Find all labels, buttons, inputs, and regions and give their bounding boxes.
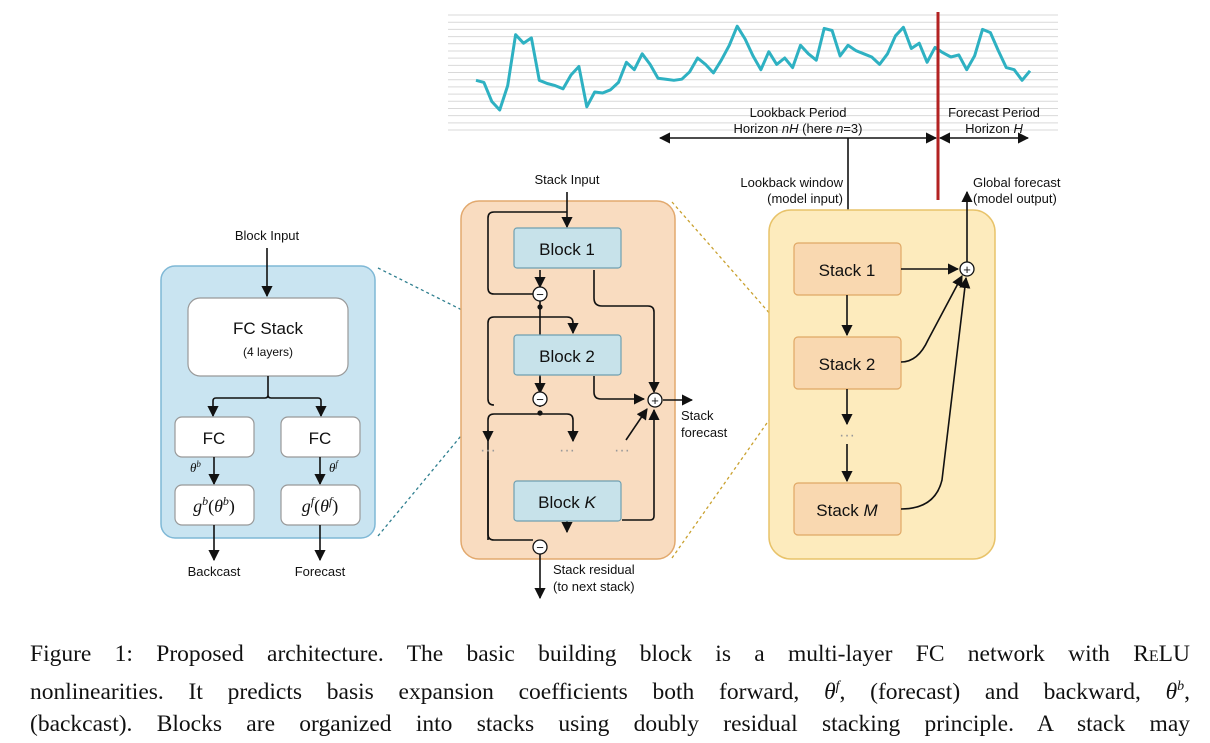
lookback-window-sublabel: (model input) (767, 191, 843, 206)
time-series-line (475, 24, 1032, 112)
svg-text:−: − (536, 287, 544, 302)
block-k-label: Block K (538, 493, 596, 512)
backcast-label: Backcast (188, 564, 241, 579)
lookback-period-label: Lookback Period (750, 105, 847, 120)
forecast-label: Forecast (295, 564, 346, 579)
fc-left-label: FC (203, 429, 226, 448)
block-input-label: Block Input (235, 228, 300, 243)
model-panel: Stack 1 Stack 2 Stack M ··· + (768, 190, 996, 560)
caption-line-1: Figure 1: Proposed architecture. The bas… (30, 641, 1190, 667)
stack-m-label: Stack M (816, 501, 878, 520)
svg-text:+: + (651, 393, 659, 408)
block-1-box (513, 227, 622, 269)
global-forecast-sublabel: (model output) (973, 191, 1057, 206)
lookback-horizon-label: Horizon nH (here n=3) (733, 121, 862, 136)
ellipsis-left: ··· (480, 442, 496, 459)
stack-forecast-label: Stack (681, 408, 714, 423)
svg-text:+: + (963, 262, 971, 277)
ellipsis-right: ··· (614, 442, 630, 459)
time-series-grid (448, 14, 1058, 131)
block-1-label: Block 1 (539, 240, 595, 259)
figure-caption: Figure 1: Proposed architecture. The bas… (30, 638, 1190, 740)
stack-1-label: Stack 1 (819, 261, 876, 280)
minus-node-k: − (532, 539, 548, 555)
stack-residual-sublabel: (to next stack) (553, 579, 635, 594)
theta-b-label: θb (190, 459, 201, 475)
stack-residual-label: Stack residual (553, 562, 635, 577)
stack-2-label: Stack 2 (819, 355, 876, 374)
svg-text:−: − (536, 392, 544, 407)
svg-text:−: − (536, 540, 544, 555)
g-backcast-label: gb(θb) (193, 494, 235, 517)
minus-node-2: − (532, 391, 548, 407)
stack-input-label: Stack Input (534, 172, 599, 187)
time-series-chart (448, 12, 1058, 200)
caption-line-3: (backcast). Blocks are organized into st… (30, 710, 1190, 737)
plus-node-global: + (959, 261, 975, 277)
global-forecast-label: Global forecast (973, 175, 1061, 190)
g-forecast-label: gf(θf) (302, 494, 339, 517)
architecture-figure: Lookback Period Horizon nH (here n=3) Fo… (160, 12, 1061, 600)
ellipsis-middle: ··· (559, 442, 575, 459)
theta-f-label: θf (329, 459, 339, 475)
model-ellipsis: ··· (839, 427, 855, 444)
forecast-period-label: Forecast Period (948, 105, 1040, 120)
fc-right-label: FC (309, 429, 332, 448)
plus-node-stack: + (647, 392, 663, 408)
block-2-box (513, 334, 622, 376)
block-2-label: Block 2 (539, 347, 595, 366)
forecast-horizon-label: Horizon H (965, 121, 1023, 136)
fc-stack-title: FC Stack (233, 319, 303, 338)
block-k-box (513, 480, 622, 522)
caption-line-2: nonlinearities. It predicts basis expans… (30, 678, 1190, 705)
block-detail-panel: Block Input FC Stack (4 layers) FC FC θb… (160, 228, 376, 579)
lookback-window-label: Lookback window (740, 175, 843, 190)
stack-forecast-sublabel: forecast (681, 425, 728, 440)
fc-split-connector (212, 376, 322, 414)
minus-node-1: − (532, 286, 548, 302)
fc-stack-subtitle: (4 layers) (243, 345, 293, 359)
stack-panel-background (460, 200, 676, 560)
stack-detail-panel: Stack Input Block 1 Block 2 Block K − − … (460, 172, 728, 600)
